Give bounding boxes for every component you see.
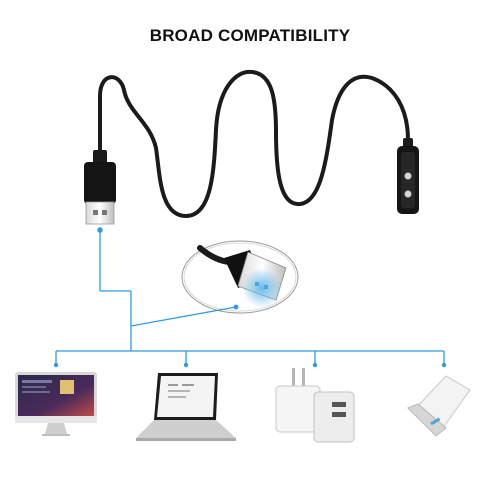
wall-charger-icon (275, 368, 355, 443)
charging-cable (98, 69, 410, 219)
usb-plug (84, 150, 116, 225)
power-bank-icon (407, 375, 471, 437)
connector-lines (55, 232, 445, 365)
page-title: BROAD COMPATIBILITY (149, 26, 351, 45)
magnetic-connector (397, 138, 419, 214)
usb-zoom-detail (181, 240, 299, 314)
laptop-icon (136, 373, 236, 441)
connector-dots (53, 227, 447, 368)
imac-icon (15, 372, 97, 436)
